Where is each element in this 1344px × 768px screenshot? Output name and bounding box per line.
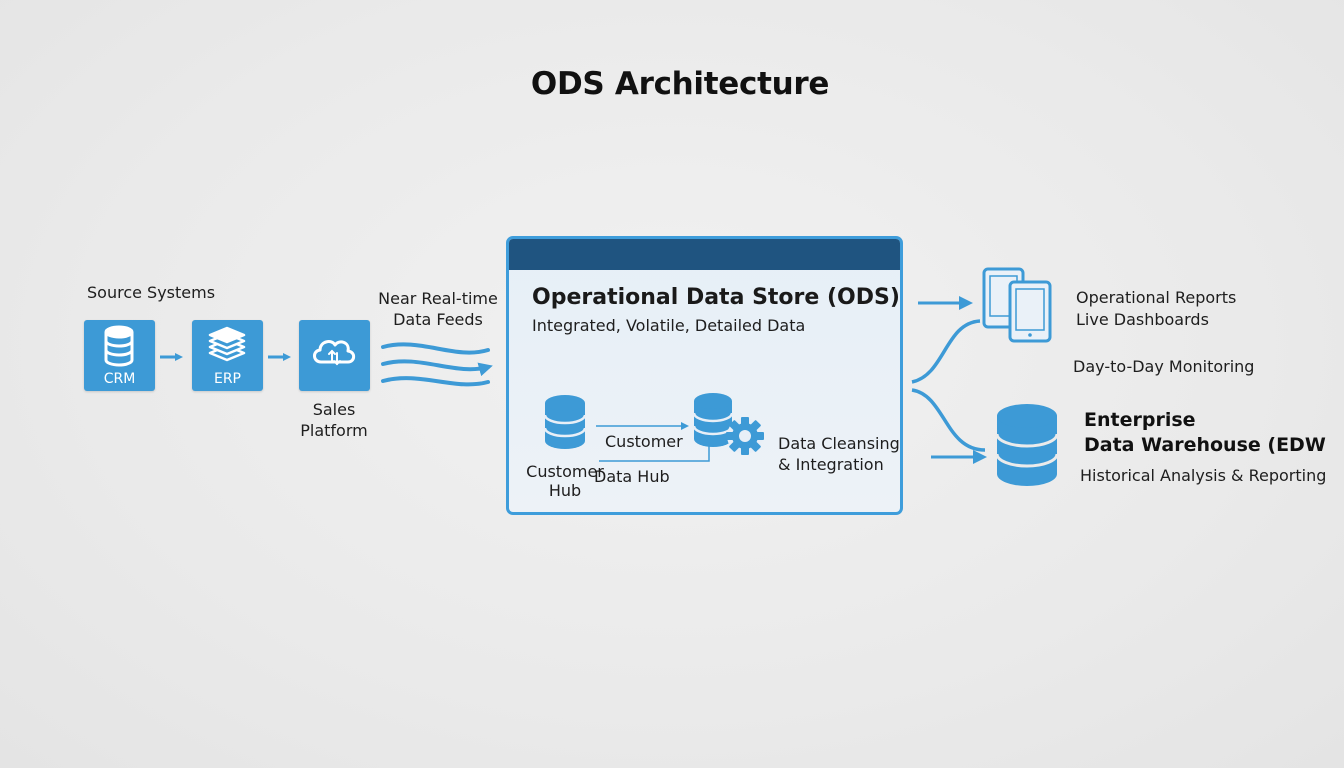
sales-platform-source-box — [299, 320, 370, 391]
ods-output-split-curves — [911, 319, 986, 452]
cleansing-line2: & Integration — [778, 455, 884, 474]
reports-line1: Operational Reports — [1076, 288, 1237, 307]
customer-hub-line1: Customer — [526, 462, 604, 481]
edw-line2: Data Warehouse (EDW — [1084, 433, 1326, 458]
data-feeds-label: Near Real-time Data Feeds — [378, 288, 498, 330]
database-icon — [104, 325, 134, 367]
customer-hub-database-icon — [543, 395, 587, 449]
sales-platform-label: Sales Platform — [294, 399, 374, 441]
data-feed-wave-arrows — [381, 342, 493, 387]
crm-source-box: CRM — [84, 320, 155, 391]
edw-caption: Historical Analysis & Reporting — [1080, 466, 1327, 485]
layers-icon — [208, 326, 246, 362]
erp-label: ERP — [213, 371, 241, 387]
reports-line2: Live Dashboards — [1076, 310, 1209, 329]
ods-panel-header — [509, 239, 900, 270]
mobile-devices-icon — [982, 267, 1052, 343]
feeds-line2: Data Feeds — [393, 310, 483, 329]
edw-line2-text: Data Warehouse (EDW — [1084, 434, 1326, 456]
ods-title: Operational Data Store (ODS) — [532, 285, 900, 310]
crm-label: CRM — [103, 371, 136, 387]
ods-panel — [506, 236, 903, 515]
cleansing-line1: Data Cleansing — [778, 434, 900, 453]
customer-label: Customer — [605, 432, 683, 451]
data-hub-label: Data Hub — [594, 467, 670, 486]
cloud-sync-icon — [313, 340, 356, 366]
database-gear-icon — [692, 393, 764, 455]
sales-label-line2: Platform — [300, 421, 368, 440]
edw-database-icon — [995, 404, 1059, 486]
day-to-day-monitoring-label: Day-to-Day Monitoring — [1073, 357, 1255, 376]
feeds-line1: Near Real-time — [378, 289, 498, 308]
customer-hub-line2: Hub — [548, 481, 582, 500]
diagram-title: ODS Architecture — [530, 66, 830, 102]
edw-line1: Enterprise — [1084, 409, 1196, 431]
ods-subtitle: Integrated, Volatile, Detailed Data — [532, 316, 806, 335]
sales-label-line1: Sales — [312, 400, 356, 419]
edw-title: Enterprise Data Warehouse (EDW — [1084, 408, 1326, 458]
hub-to-cleansing-connector — [596, 422, 710, 462]
erp-source-box: ERP — [192, 320, 263, 391]
customer-hub-label: Customer Hub — [525, 462, 605, 500]
data-cleansing-label: Data Cleansing & Integration — [778, 433, 900, 475]
operational-reports-label: Operational Reports Live Dashboards — [1076, 287, 1236, 331]
source-systems-heading: Source Systems — [87, 283, 216, 302]
